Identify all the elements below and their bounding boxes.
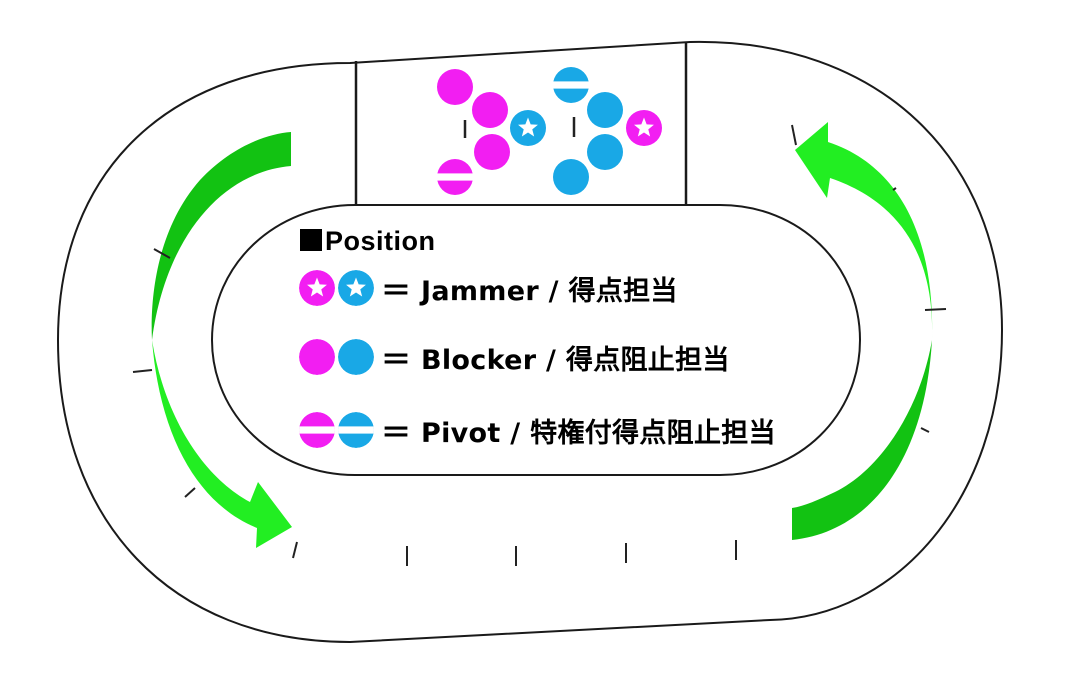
team-b-jammer	[510, 110, 546, 146]
team-a-blocker	[474, 134, 510, 170]
outer-track-boundary	[56, 40, 1004, 644]
team-a-jammer	[626, 110, 662, 146]
direction-arrow-right	[792, 122, 933, 540]
star-icon	[634, 117, 654, 137]
team-a-pivot	[436, 159, 474, 195]
stripe-band	[436, 173, 474, 181]
infield-boundary	[210, 204, 862, 476]
direction-arrow-left	[151, 132, 292, 548]
team-b-blocker	[587, 92, 623, 128]
team-b-pivot	[552, 67, 590, 103]
players	[436, 67, 662, 195]
team-b-blocker	[553, 159, 589, 195]
team-b-blocker	[587, 134, 623, 170]
stripe-band	[552, 81, 590, 89]
team-a-blocker	[437, 69, 473, 105]
track-tick-marks	[132, 124, 947, 566]
team-a-blocker	[472, 92, 508, 128]
star-icon	[518, 117, 538, 137]
